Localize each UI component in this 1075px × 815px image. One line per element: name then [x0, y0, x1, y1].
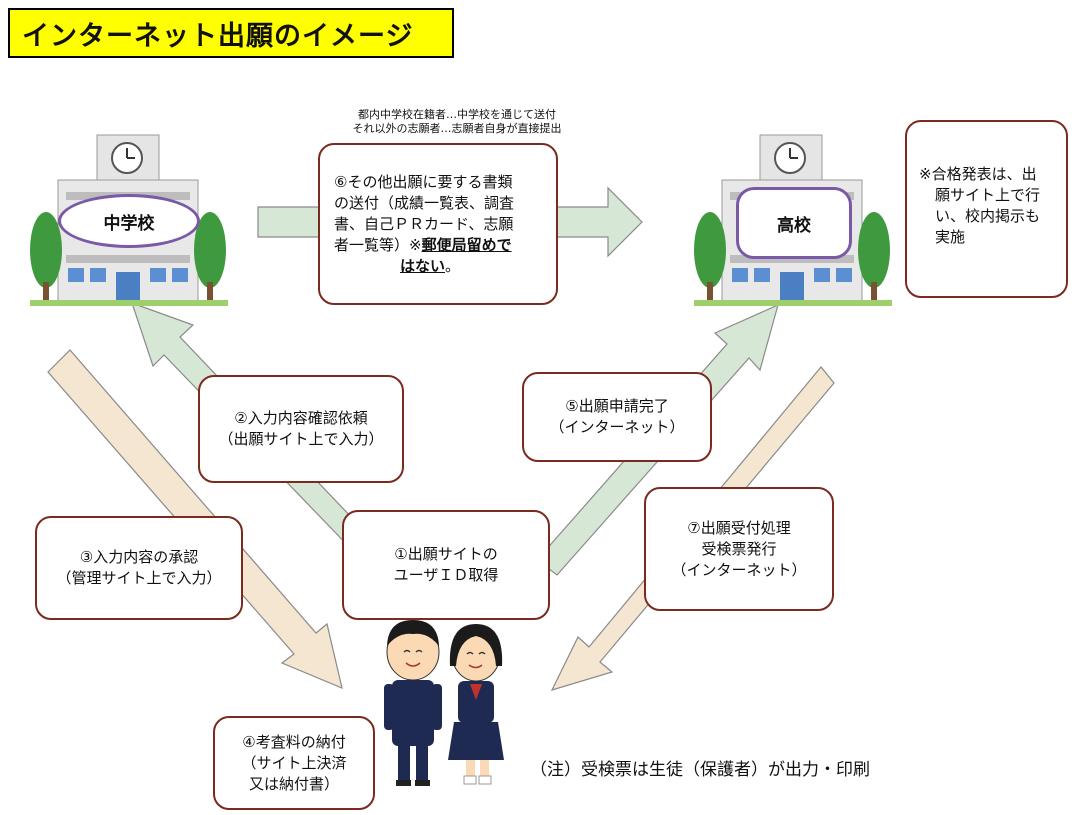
step7-line3: （インターネット）	[671, 560, 807, 579]
step5-line2: （インターネット）	[549, 418, 685, 436]
submission-route-note: 都内中学校在籍者…中学校を通じて送付 それ以外の志願者…志願者自身が直接提出	[316, 108, 598, 136]
step4-line2: （サイト上決済	[241, 753, 347, 772]
step2-line1: ②入力内容確認依頼	[234, 409, 368, 427]
step3-line1: ③入力内容の承認	[79, 548, 199, 566]
step6-box: ⑥その他出願に要する書類 の送付（成績一覧表、調査 書、自己ＰＲカード、志願 者…	[318, 143, 558, 305]
step1-box: ①出願サイトの ユーザＩＤ取得	[342, 510, 550, 620]
junior-high-school-label: 中学校	[58, 194, 200, 248]
step7-line2: 受検票発行	[701, 539, 777, 558]
step6-line2: の送付（成績一覧表、調査	[334, 193, 515, 212]
announcement-line1: ※合格発表は、出	[919, 165, 1037, 183]
step7-line1: ⑦出願受付処理	[687, 518, 791, 537]
step6-line4-emphasis: 郵便局留めで	[421, 235, 512, 254]
high-school-label: 高校	[736, 187, 852, 259]
step5-box: ⑤出願申請完了 （インターネット）	[522, 372, 712, 462]
step1-line2: ユーザＩＤ取得	[393, 566, 499, 584]
step1-line1: ①出願サイトの	[394, 545, 498, 563]
step6-line1: ⑥その他出願に要する書類	[334, 172, 513, 191]
step4-line3: 又は納付書）	[248, 774, 339, 793]
students-illustration	[384, 620, 504, 786]
announcement-box: ※合格発表は、出 願サイト上で行 い、校内掲示も 実施	[905, 120, 1068, 298]
step4-line1: ④考査料の納付	[242, 732, 346, 751]
step6-line4-plain: 者一覧等）※	[334, 235, 422, 254]
submission-route-note-line1: 都内中学校在籍者…中学校を通じて送付	[358, 108, 556, 121]
step6-line5-emphasis: はない	[400, 256, 446, 275]
submission-route-note-line2: それ以外の志願者…志願者自身が直接提出	[352, 122, 562, 135]
exam-ticket-note: （注）受検票は生徒（保護者）が出力・印刷	[530, 760, 870, 780]
step2-box: ②入力内容確認依頼 （出願サイト上で入力）	[198, 375, 404, 483]
announcement-line2: 願サイト上で行	[935, 186, 1041, 204]
announcement-line4: 実施	[935, 228, 966, 246]
step3-line2: （管理サイト上で入力）	[56, 569, 222, 587]
step5-line1: ⑤出願申請完了	[565, 397, 669, 415]
step4-box: ④考査料の納付 （サイト上決済 又は納付書）	[213, 716, 375, 810]
page-title: インターネット出願のイメージ	[8, 8, 454, 58]
step2-line2: （出願サイト上で入力）	[218, 430, 384, 448]
step6-line5-plain: 。	[445, 256, 461, 275]
announcement-line3: い、校内掲示も	[935, 207, 1041, 225]
step6-line3: 書、自己ＰＲカード、志願	[334, 214, 514, 233]
step7-box: ⑦出願受付処理 受検票発行 （インターネット）	[644, 487, 834, 611]
step3-box: ③入力内容の承認 （管理サイト上で入力）	[35, 516, 243, 620]
